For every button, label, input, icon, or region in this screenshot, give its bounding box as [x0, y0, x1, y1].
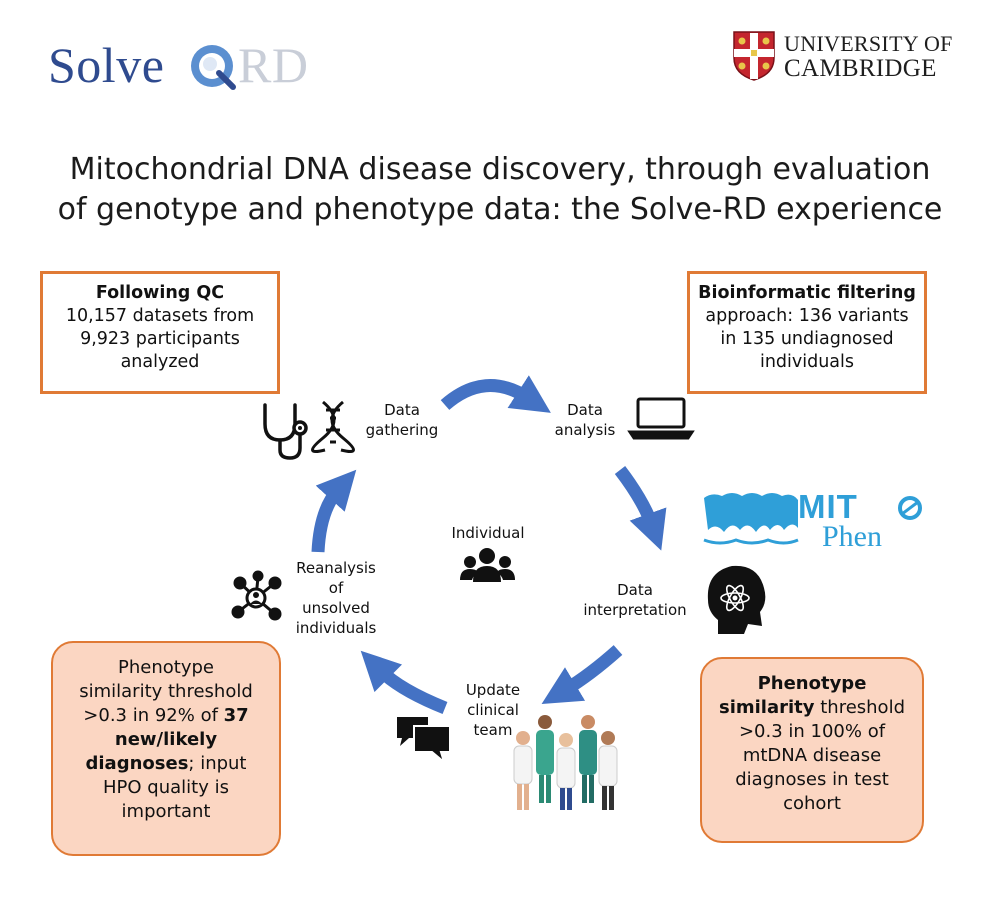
label-gathering-line1: Data [384, 401, 420, 419]
mitophen-logo: MIT Phen [700, 488, 925, 560]
group-icon [460, 548, 515, 582]
solve-logo-rd: RD [238, 37, 309, 93]
left-line5-bold: diagnoses [85, 753, 189, 774]
label-update-clinical-team: Update clinical team [458, 680, 528, 740]
right-line2: similarity threshold [702, 696, 922, 720]
right-line1: Phenotype [757, 673, 867, 694]
label-reanalysis: Reanalysis of unsolved individuals [288, 558, 384, 638]
mitophen-logo-graphic [703, 493, 922, 545]
cambridge-line1: UNIVERSITY OF [784, 31, 953, 56]
qc-heading: Following QC [95, 283, 225, 303]
label-reanalysis-line3: unsolved [302, 599, 370, 617]
label-update-line1: Update [465, 681, 521, 699]
stethoscope-icon [263, 403, 308, 460]
label-update-line2: clinical [467, 701, 519, 719]
left-line4: new/likely [114, 729, 218, 750]
network-person-icon [231, 570, 282, 621]
label-reanalysis-line4: individuals [295, 619, 377, 637]
left-line3-count: 37 [223, 705, 249, 726]
cambridge-logo: UNIVERSITY OF CAMBRIDGE [732, 30, 972, 82]
label-interp-line2: interpretation [583, 601, 687, 619]
right-line6: cohort [783, 793, 841, 814]
qc-line1: 10,157 datasets from [65, 306, 255, 326]
left-line6: HPO quality is [103, 777, 229, 798]
left-line5-rest: ; input [188, 753, 247, 774]
bio-heading: Bioinformatic filtering [698, 283, 916, 303]
cambridge-shield-icon [733, 31, 775, 81]
bio-line3: individuals [759, 352, 855, 372]
solve-rd-logo: Solve RD [48, 38, 308, 93]
left-line3-text: >0.3 in 92% of [83, 705, 218, 726]
right-line2-rest: threshold [814, 697, 905, 718]
left-line5: diagnoses; input [53, 752, 279, 776]
left-line3: >0.3 in 92% of 37 [53, 704, 279, 728]
arrow-interpretation-to-update [541, 645, 623, 705]
qc-box: Following QC 10,157 datasets from 9,923 … [40, 271, 280, 394]
label-interp-line1: Data [617, 581, 653, 599]
right-line5: diagnoses in test [735, 769, 889, 790]
cambridge-line2: CAMBRIDGE [784, 55, 937, 82]
label-gathering-line2: gathering [365, 421, 439, 439]
qc-line3: analyzed [120, 352, 200, 372]
left-line7: important [121, 801, 211, 822]
new-diagnoses-box: Phenotype similarity threshold >0.3 in 9… [51, 641, 281, 856]
arrow-update-to-reanalysis [360, 650, 448, 715]
mito-word: MIT [798, 488, 858, 525]
dna-icon [311, 400, 355, 453]
label-data-interpretation: Data interpretation [580, 580, 690, 620]
label-data-gathering: Data gathering [352, 400, 452, 440]
bio-line1: approach: 136 variants [705, 306, 909, 326]
magnifier-icon [191, 45, 236, 90]
arrow-reanalysis-to-gather [311, 469, 357, 553]
label-reanalysis-line1: Reanalysis [296, 559, 376, 577]
laptop-icon [627, 397, 695, 440]
chat-bubbles-icon [397, 717, 451, 765]
page-title: Mitochondrial DNA disease discovery, thr… [40, 150, 960, 230]
arrow-analysis-to-interpretation [614, 466, 667, 551]
label-analysis-line1: Data [567, 401, 603, 419]
left-line2: similarity threshold [79, 681, 253, 702]
label-individual: Individual [451, 524, 525, 542]
medical-team-icon [513, 715, 618, 810]
left-line1: Phenotype [118, 657, 214, 678]
right-line2-bold: similarity [718, 697, 815, 718]
test-cohort-box: Phenotype similarity threshold >0.3 in 1… [700, 657, 924, 843]
arrow-gather-to-analysis [440, 375, 551, 413]
bio-line2: in 135 undiagnosed [720, 329, 894, 349]
title-line2: of genotype and phenotype data: the Solv… [57, 192, 943, 227]
label-analysis-line2: analysis [554, 421, 616, 439]
qc-line2: 9,923 participants [80, 329, 240, 349]
label-data-analysis: Data analysis [540, 400, 630, 440]
brain-atom-icon [707, 565, 766, 634]
label-update-line3: team [473, 721, 513, 739]
bioinformatic-box: Bioinformatic filtering approach: 136 va… [687, 271, 927, 394]
title-line1: Mitochondrial DNA disease discovery, thr… [69, 152, 931, 187]
solve-logo-word: Solve [48, 37, 165, 93]
right-line4: mtDNA disease [742, 745, 882, 766]
label-reanalysis-line2: of [328, 579, 344, 597]
right-line3: >0.3 in 100% of [738, 721, 886, 742]
phen-word: Phen [822, 520, 882, 553]
